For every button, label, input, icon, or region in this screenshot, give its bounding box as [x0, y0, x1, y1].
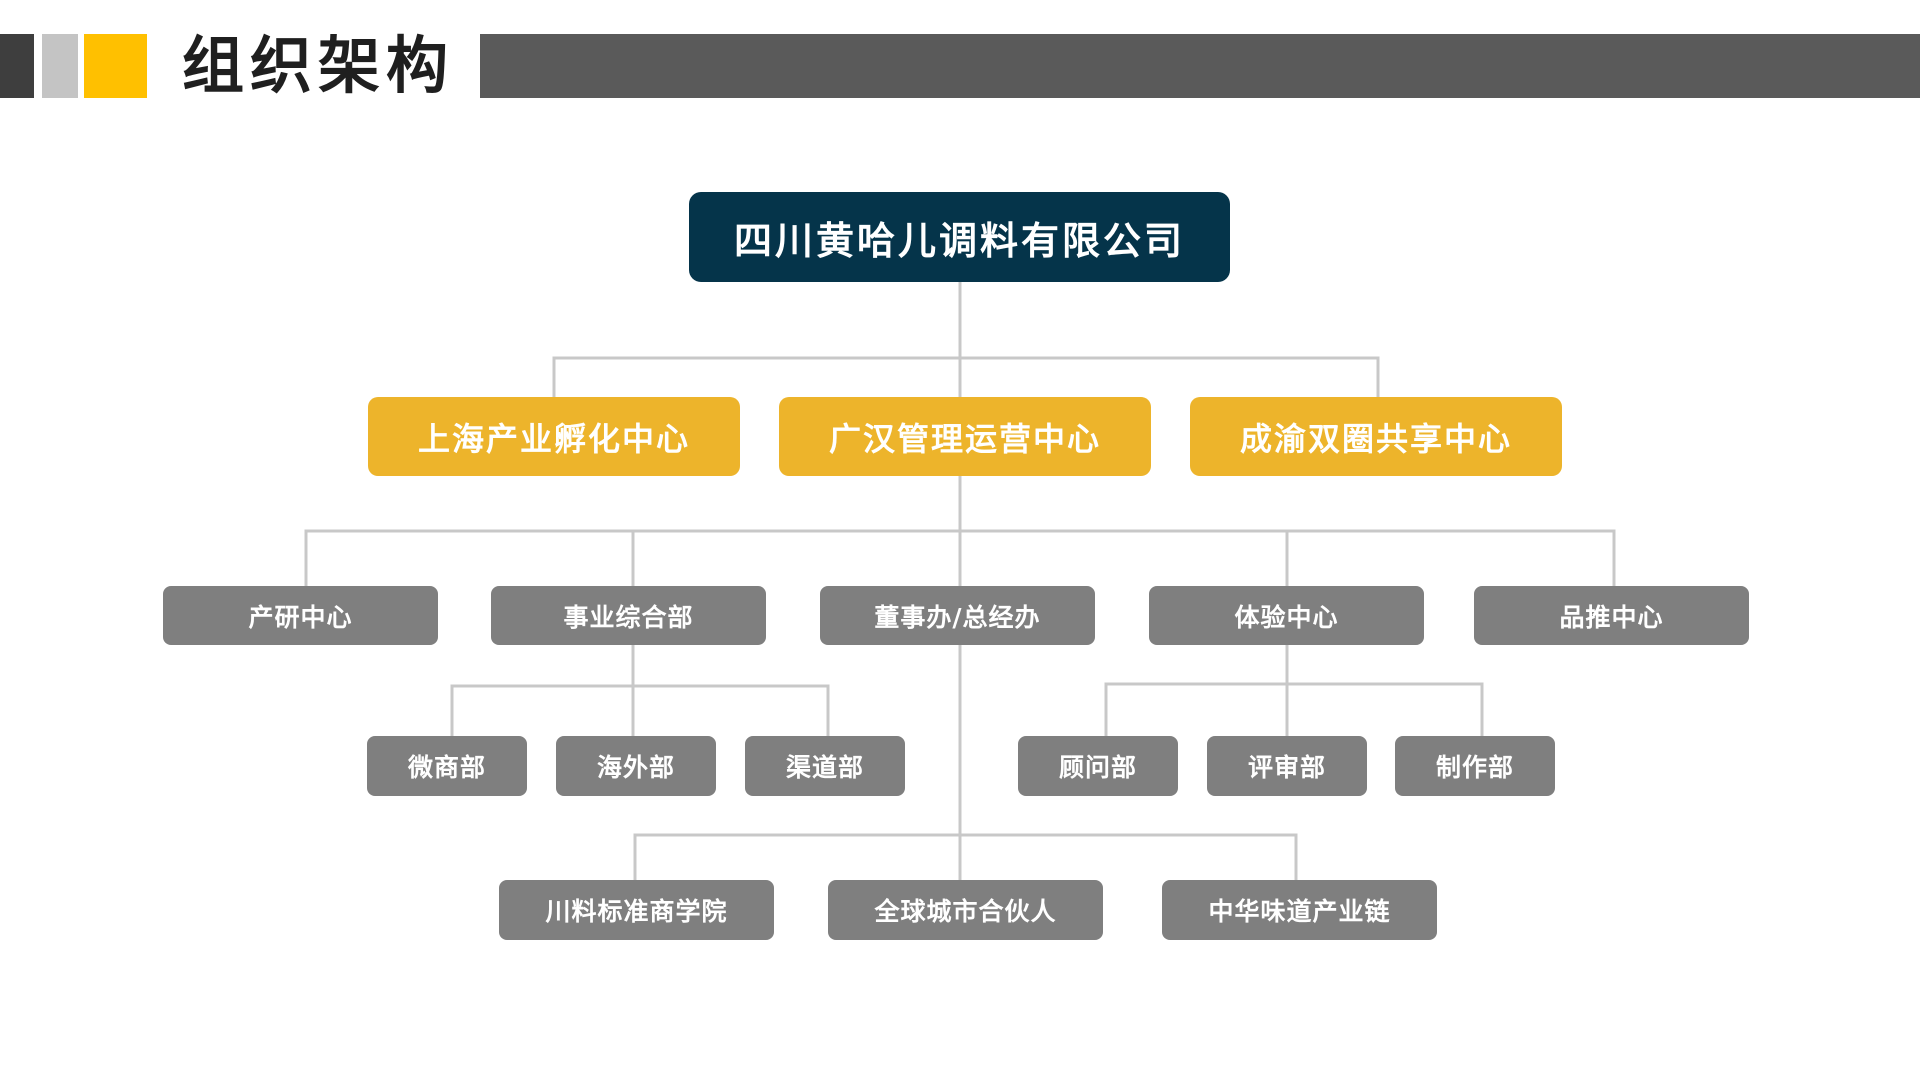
header-bar-yellow: [84, 34, 147, 98]
sub-node-channel: 渠道部: [745, 736, 905, 796]
bottom-node-partner: 全球城市合伙人: [828, 880, 1103, 940]
page-title: 组织架构: [182, 29, 455, 102]
center-node-shanghai: 上海产业孵化中心: [368, 397, 740, 476]
center-node-guanghan: 广汉管理运营中心: [779, 397, 1151, 476]
header-bar-long: [480, 34, 1920, 98]
dept-node-board: 董事办/总经办: [820, 586, 1095, 645]
dept-node-experience: 体验中心: [1149, 586, 1424, 645]
sub-node-consulting: 顾问部: [1018, 736, 1178, 796]
dept-node-rd: 产研中心: [163, 586, 438, 645]
center-node-chengyu: 成渝双圈共享中心: [1190, 397, 1562, 476]
sub-node-overseas: 海外部: [556, 736, 716, 796]
sub-node-wechat: 微商部: [367, 736, 527, 796]
org-root-node: 四川黄哈儿调料有限公司: [689, 192, 1230, 282]
header-bar-light: [42, 34, 78, 98]
dept-node-promotion: 品推中心: [1474, 586, 1749, 645]
bottom-node-chain: 中华味道产业链: [1162, 880, 1437, 940]
sub-node-production: 制作部: [1395, 736, 1555, 796]
sub-node-review: 评审部: [1207, 736, 1367, 796]
dept-node-business: 事业综合部: [491, 586, 766, 645]
header-bar-dark: [0, 34, 34, 98]
bottom-node-academy: 川料标准商学院: [499, 880, 774, 940]
